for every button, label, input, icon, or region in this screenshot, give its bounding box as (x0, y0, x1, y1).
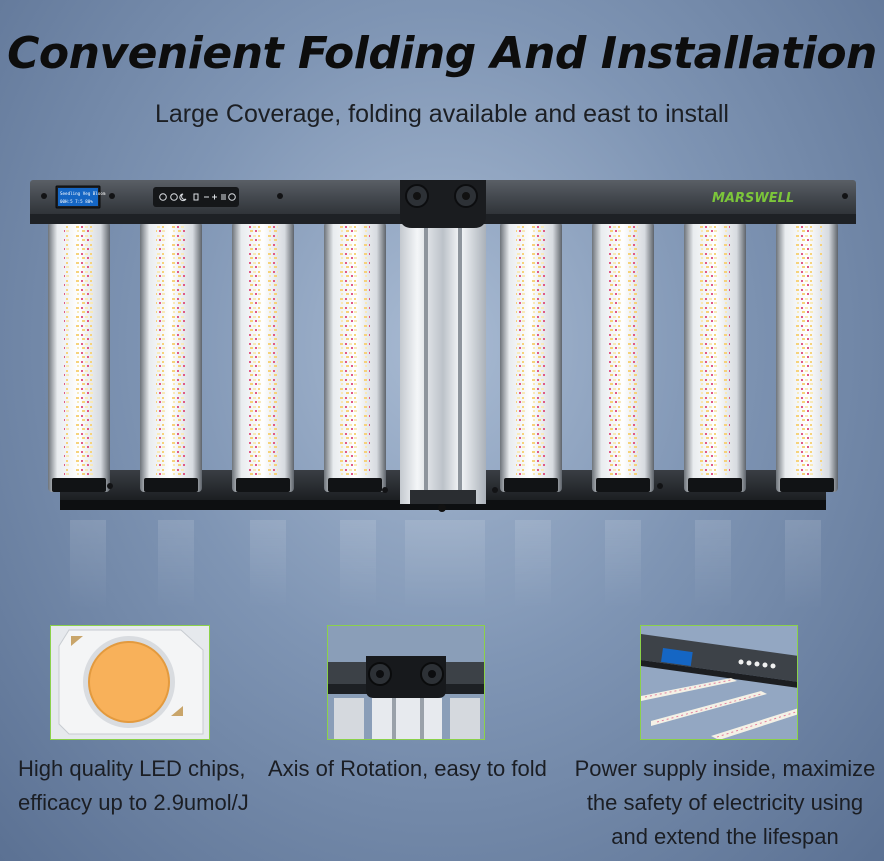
power-icon (159, 193, 167, 201)
caption-line: the safety of electricity using (586, 790, 864, 815)
menu-icon (221, 194, 226, 200)
feature-caption-rotation: Axis of Rotation, easy to fold (268, 752, 547, 786)
caption-line: Power supply inside, maximize (574, 756, 876, 781)
control-display-screen (58, 188, 98, 206)
page-subtitle: Large Coverage, folding available and ea… (155, 100, 729, 128)
feature-caption-led-chips: High quality LED chips, efficacy up to 2… (18, 752, 258, 820)
power-supply-image (640, 625, 798, 740)
cycle-icon (170, 193, 178, 201)
caption-line: efficacy up to 2.9umol/J (18, 790, 249, 815)
caption-line: and extend the lifespan (611, 824, 839, 849)
leaf-icon (193, 193, 199, 201)
moon-icon (179, 193, 187, 202)
screen-status-text: 00H:5 7:5 80% (60, 199, 93, 204)
rotation-axis-image (327, 625, 485, 740)
ok-icon (228, 193, 236, 201)
page-title: Convenient Folding And Installation (7, 28, 877, 79)
plus-icon (212, 194, 217, 200)
svg-text:MARSWELL: MARSWELL (712, 191, 794, 205)
feature-caption-power-supply: Power supply inside, maximize the safety… (570, 752, 880, 854)
caption-line: High quality LED chips, (18, 756, 246, 781)
caption-line: Axis of Rotation, easy to fold (268, 756, 547, 781)
led-chip-image (50, 625, 210, 740)
brand-logo: MARSWELL (712, 189, 812, 206)
screen-mode-text: Seedling Veg Bloom (60, 191, 106, 196)
